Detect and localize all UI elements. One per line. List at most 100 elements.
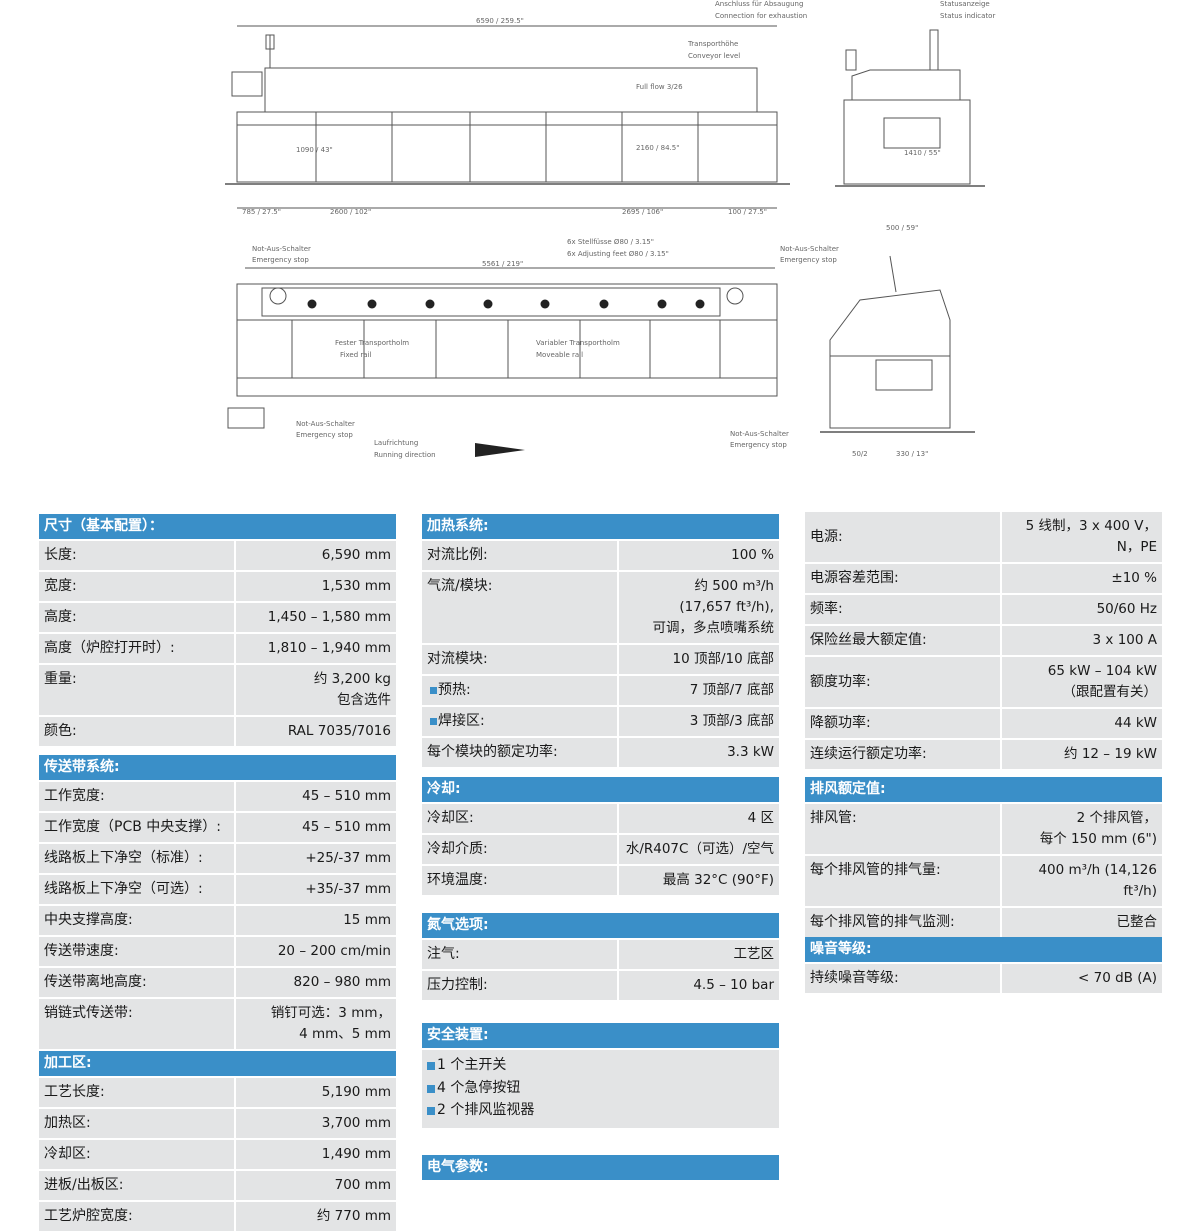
heating-table: 加热系统: 对流比例:100 %气流/模块:约 500 m³/h (17,657…	[422, 514, 779, 767]
spec-label: 线路板上下净空（可选）:	[39, 875, 234, 904]
table-row: 电源:5 线制，3 x 400 V， N，PE	[805, 512, 1162, 562]
spec-label: 额度功率:	[805, 657, 1000, 707]
spec-label: 高度:	[39, 603, 234, 632]
table-row: 气流/模块:约 500 m³/h (17,657 ft³/h), 可调，多点喷嘴…	[422, 570, 779, 643]
spec-value: 5 线制，3 x 400 V， N，PE	[1002, 512, 1162, 562]
table-row: 工艺长度:5,190 mm	[39, 1076, 396, 1107]
table-row: 长度:6,590 mm	[39, 539, 396, 570]
section-header: 传送带系统:	[39, 755, 396, 780]
spec-value: 5,190 mm	[236, 1078, 396, 1107]
spec-value: 最高 32°C (90°F)	[619, 866, 779, 895]
svg-text:Status indicator: Status indicator	[940, 12, 995, 20]
table-row: 重量:约 3,200 kg 包含选件	[39, 663, 396, 715]
section-header: 加热系统:	[422, 514, 779, 539]
spec-label: 每个排风管的排气量:	[805, 856, 1000, 906]
section-header: 安全装置:	[422, 1023, 779, 1048]
spec-value: 约 3,200 kg 包含选件	[236, 665, 396, 715]
list-item: 4 个急停按钮	[422, 1077, 779, 1100]
spec-value: 3 x 100 A	[1002, 626, 1162, 655]
nitrogen-table: 氮气选项: 注气:工艺区压力控制:4.5 – 10 bar	[422, 913, 779, 1000]
noise-table: 噪音等级: 持续噪音等级:< 70 dB (A)	[805, 937, 1162, 993]
spec-label: 工作宽度:	[39, 782, 234, 811]
table-row: 高度:1,450 – 1,580 mm	[39, 601, 396, 632]
table-row: 每个模块的额定功率:3.3 kW	[422, 736, 779, 767]
spec-label: 电源:	[805, 512, 1000, 562]
table-row: 冷却区:4 区	[422, 802, 779, 833]
section-header: 加工区:	[39, 1051, 396, 1076]
table-row: 传送带速度:20 – 200 cm/min	[39, 935, 396, 966]
spec-value: +35/-37 mm	[236, 875, 396, 904]
cooling-table: 冷却: 冷却区:4 区冷却介质:水/R407C（可选）/空气环境温度:最高 32…	[422, 777, 779, 895]
spec-value: 15 mm	[236, 906, 396, 935]
svg-text:330 / 13": 330 / 13"	[896, 450, 928, 458]
table-row: 环境温度:最高 32°C (90°F)	[422, 864, 779, 895]
spec-value: 水/R407C（可选）/空气	[619, 835, 779, 864]
svg-text:Emergency stop: Emergency stop	[252, 256, 309, 264]
spec-label: 工作宽度（PCB 中央支撑）:	[39, 813, 234, 842]
spec-value: 65 kW – 104 kW （跟配置有关）	[1002, 657, 1162, 707]
spec-value: 4.5 – 10 bar	[619, 971, 779, 1000]
spec-value: 820 – 980 mm	[236, 968, 396, 997]
spec-value: 3,700 mm	[236, 1109, 396, 1138]
spec-value: 6,590 mm	[236, 541, 396, 570]
spec-label: 加热区:	[39, 1109, 234, 1138]
section-header: 噪音等级:	[805, 937, 1162, 962]
table-row: 注气:工艺区	[422, 938, 779, 969]
list-item: 1 个主开关	[422, 1054, 779, 1077]
spec-value: 销钉可选：3 mm， 4 mm、5 mm	[236, 999, 396, 1049]
table-row: 宽度:1,530 mm	[39, 570, 396, 601]
technical-drawing: 6590 / 259.5" Anschluss für Absaugung Co…	[225, 0, 995, 459]
spec-label: 预热:	[422, 676, 617, 705]
spec-label: 环境温度:	[422, 866, 617, 895]
spec-label: 冷却区:	[422, 804, 617, 833]
spec-value: 1,450 – 1,580 mm	[236, 603, 396, 632]
table-row: 持续噪音等级:< 70 dB (A)	[805, 962, 1162, 993]
svg-text:100 / 27.5": 100 / 27.5"	[728, 208, 767, 216]
spec-value: RAL 7035/7016	[236, 717, 396, 746]
spec-label: 注气:	[422, 940, 617, 969]
table-row: 连续运行额定功率:约 12 – 19 kW	[805, 738, 1162, 769]
svg-text:Not-Aus-Schalter: Not-Aus-Schalter	[780, 245, 839, 253]
svg-text:6x Stellfüsse Ø80 / 3.15": 6x Stellfüsse Ø80 / 3.15"	[567, 238, 654, 246]
svg-text:Emergency stop: Emergency stop	[296, 431, 353, 439]
spec-label: 电源容差范围:	[805, 564, 1000, 593]
table-row: 焊接区:3 顶部/3 底部	[422, 705, 779, 736]
table-row: 线路板上下净空（标准）:+25/-37 mm	[39, 842, 396, 873]
section-header: 冷却:	[422, 777, 779, 802]
spec-value: 20 – 200 cm/min	[236, 937, 396, 966]
spec-label: 工艺炉腔宽度:	[39, 1202, 234, 1231]
spec-value: +25/-37 mm	[236, 844, 396, 873]
spec-label: 中央支撑高度:	[39, 906, 234, 935]
spec-label: 焊接区:	[422, 707, 617, 736]
direction-arrow-icon	[475, 443, 525, 457]
table-row: 工作宽度（PCB 中央支撑）:45 – 510 mm	[39, 811, 396, 842]
safety-list: 1 个主开关 4 个急停按钮 2 个排风监视器	[422, 1048, 779, 1128]
spec-label: 颜色:	[39, 717, 234, 746]
svg-text:Not-Aus-Schalter: Not-Aus-Schalter	[296, 420, 355, 428]
table-row: 颜色:RAL 7035/7016	[39, 715, 396, 746]
spec-label: 进板/出板区:	[39, 1171, 234, 1200]
svg-text:Running direction: Running direction	[374, 451, 436, 459]
spec-value: 工艺区	[619, 940, 779, 969]
spec-value: 45 – 510 mm	[236, 782, 396, 811]
svg-text:2160 / 84.5": 2160 / 84.5"	[636, 144, 679, 152]
svg-text:2600 / 102": 2600 / 102"	[330, 208, 371, 216]
spec-value: 1,530 mm	[236, 572, 396, 601]
svg-text:Anschluss für Absaugung: Anschluss für Absaugung	[715, 0, 803, 8]
svg-text:Not-Aus-Schalter: Not-Aus-Schalter	[730, 430, 789, 438]
table-row: 高度（炉腔打开时）:1,810 – 1,940 mm	[39, 632, 396, 663]
table-row: 冷却介质:水/R407C（可选）/空气	[422, 833, 779, 864]
table-row: 预热:7 顶部/7 底部	[422, 674, 779, 705]
svg-text:50/2: 50/2	[852, 450, 868, 458]
svg-text:Fixed rail: Fixed rail	[340, 351, 371, 359]
spec-label: 连续运行额定功率:	[805, 740, 1000, 769]
spec-value: 2 个排风管， 每个 150 mm (6")	[1002, 804, 1162, 854]
spec-label: 频率:	[805, 595, 1000, 624]
dim-total: 6590 / 259.5"	[476, 17, 524, 25]
spec-value: 约 12 – 19 kW	[1002, 740, 1162, 769]
spec-label: 对流比例:	[422, 541, 617, 570]
